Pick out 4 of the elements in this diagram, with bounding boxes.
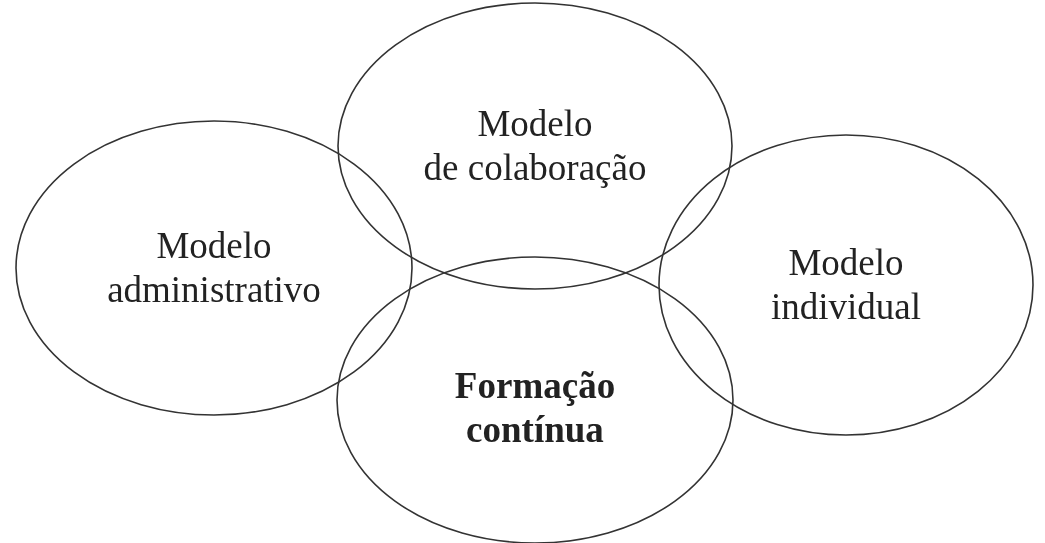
ellipse-label: Modelo administrativo	[107, 224, 321, 312]
ellipse-label: Modelo individual	[771, 241, 921, 329]
ellipse-label: Formação contínua	[454, 364, 616, 452]
ellipse-label: Modelo de colaboração	[423, 102, 647, 190]
